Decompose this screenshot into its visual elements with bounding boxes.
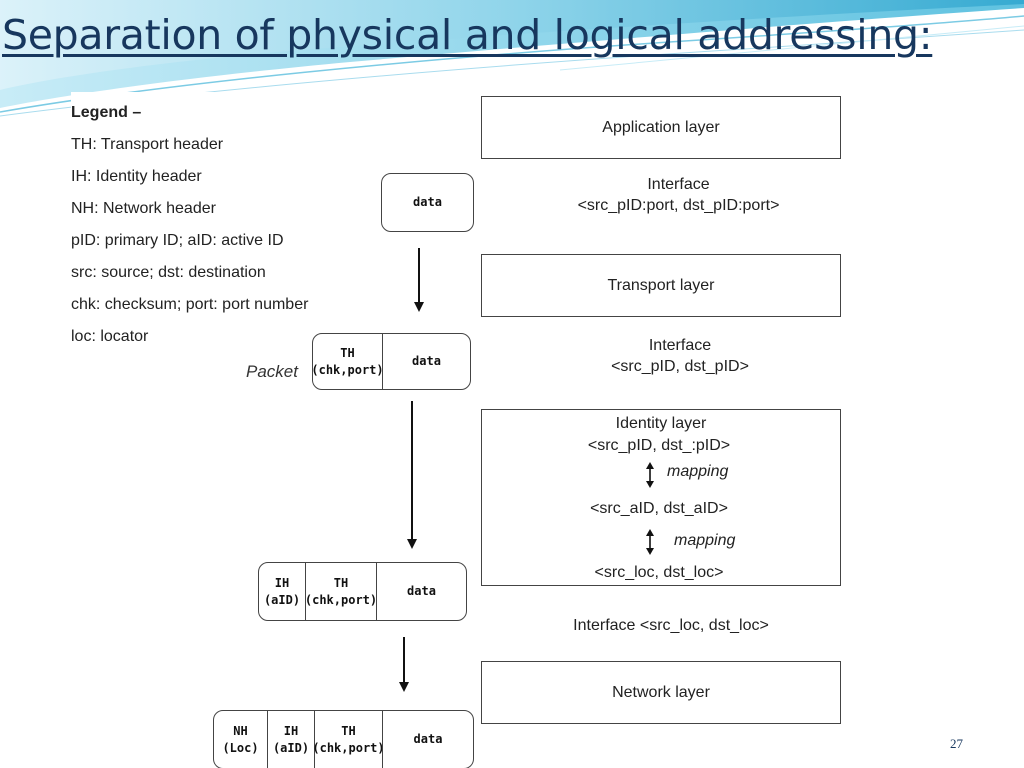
legend-item-ids: pID: primary ID; aID: active ID (71, 232, 284, 249)
down-arrow-icon (398, 637, 410, 692)
ih-label: IH (274, 575, 290, 590)
th-sub-label: (chk,port) (311, 362, 384, 377)
data-field: data (382, 174, 473, 231)
data-field: data (382, 334, 470, 389)
interface-label: Interface <src_loc, dst_loc> (573, 617, 769, 634)
legend-item-nh: NH: Network header (71, 200, 216, 217)
data-field-label: data (412, 354, 441, 368)
th-label: TH (340, 345, 355, 360)
th-field: TH (chk,port) (312, 711, 385, 768)
legend-heading: Legend – (71, 104, 142, 121)
application-layer-box: Application layer (481, 96, 841, 159)
legend-item-chk-port: chk: checksum; port: port number (71, 296, 309, 313)
th-field: TH (chk,port) (304, 563, 378, 620)
th-label: TH (341, 723, 356, 738)
network-layer-label: Network layer (612, 683, 710, 701)
mapping-double-arrow-icon (646, 529, 654, 555)
ih-sub-label: (aID) (272, 740, 310, 755)
th-sub-label: (chk,port) (312, 740, 385, 755)
packet-identity: IH (aID) TH (chk,port) data (258, 562, 467, 621)
page-number: 27 (950, 736, 963, 751)
mapping-label: mapping (674, 532, 736, 549)
interface-app-transport: Interface <src_pID:port, dst_pID:port> (481, 174, 876, 216)
down-arrow-icon (413, 248, 425, 312)
legend-item-loc: loc: locator (71, 328, 149, 345)
ih-field: IH (aID) (267, 711, 314, 768)
data-field: data (376, 563, 466, 620)
nh-sub-label: (Loc) (222, 740, 259, 755)
interface-label: Interface (647, 176, 710, 193)
transport-layer-box: Transport layer (481, 254, 841, 317)
slide-title: Separation of physical and logical addre… (2, 11, 933, 59)
interface-identity-network: Interface <src_loc, dst_loc> (481, 615, 861, 636)
transport-layer-label: Transport layer (607, 276, 715, 294)
packet-transport: TH (chk,port) data (311, 333, 471, 390)
legend-item-src-dst: src: source; dst: destination (71, 264, 266, 281)
th-sub-label: (chk,port) (304, 592, 378, 607)
mapping-label: mapping (667, 463, 729, 480)
down-arrow-icon (406, 401, 418, 549)
identity-layer-box: Identity layer <src_pID, dst_:pID> mappi… (481, 409, 841, 586)
packet-application: data (381, 173, 474, 232)
th-field: TH (chk,port) (311, 334, 384, 389)
interface-params: <src_pID:port, dst_pID:port> (577, 197, 780, 214)
data-field-label: data (407, 584, 436, 598)
legend-item-ih: IH: Identity header (71, 168, 202, 185)
ih-field: IH (aID) (259, 563, 305, 620)
packet-label: Packet (246, 362, 298, 381)
data-field-label: data (413, 195, 442, 209)
data-field-label: data (413, 732, 443, 746)
data-field: data (382, 711, 473, 768)
nh-label: NH (233, 723, 248, 738)
mapping-double-arrow-icon (646, 462, 654, 488)
network-layer-box: Network layer (481, 661, 841, 724)
interface-label: Interface (648, 337, 712, 354)
packet-network: NH (Loc) IH (aID) TH (chk,port) data (213, 710, 474, 768)
interface-params: <src_pID, dst_pID> (611, 358, 749, 375)
nh-field: NH (Loc) (214, 711, 267, 768)
interface-transport-identity: Interface <src_pID, dst_pID> (481, 335, 879, 377)
identity-loc-pair: <src_loc, dst_loc> (594, 564, 724, 581)
application-layer-label: Application layer (602, 118, 720, 136)
identity-pid-pair: <src_pID, dst_:pID> (587, 437, 731, 454)
legend-item-th: TH: Transport header (71, 136, 224, 153)
th-label: TH (333, 575, 349, 590)
ih-label: IH (283, 723, 299, 738)
identity-aid-pair: <src_aID, dst_aID> (590, 500, 728, 517)
identity-layer-label: Identity layer (615, 415, 707, 432)
ih-sub-label: (aID) (263, 592, 301, 607)
